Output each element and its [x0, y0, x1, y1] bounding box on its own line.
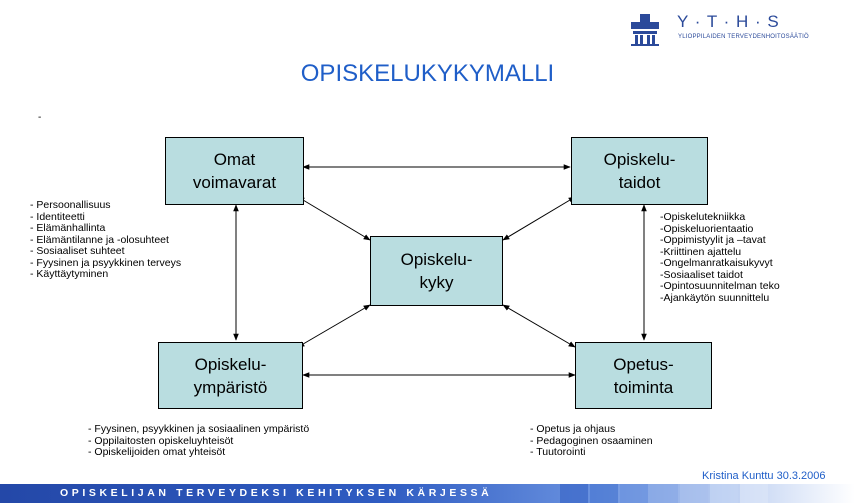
- page-title: OPISKELUKYKYMALLI: [300, 60, 555, 87]
- logo-building-icon: [631, 14, 659, 46]
- logo-subtitle: YLIOPPILAIDEN TERVEYDENHOITOSÄÄTIÖ: [678, 34, 809, 40]
- node-label: Omat voimavarat: [192, 150, 277, 192]
- list-omat-voimavarat: - Persoonallisuus - Identiteetti - Elämä…: [30, 199, 182, 281]
- list-opetustoiminta: - Opetus ja ohjaus - Pedagoginen osaamin…: [530, 423, 653, 459]
- list-opiskelutaidot: -Opiskelutekniikka -Opiskeluorientaatio …: [660, 211, 780, 304]
- list-item: - Persoonallisuus: [30, 199, 111, 211]
- list-item: - Tuutorointi: [530, 446, 586, 458]
- list-item: - Fyysinen, psyykkinen ja sosiaalinen ym…: [88, 423, 310, 435]
- list-item: -Opiskelutekniikka: [660, 211, 746, 223]
- node-omat-voimavarat: Omat voimavarat: [165, 137, 304, 205]
- list-item: - Sosiaaliset suhteet: [30, 245, 125, 257]
- list-item: - Opiskelijoiden omat yhteisöt: [88, 446, 226, 458]
- list-item: -Ongelmanratkaisukyvyt: [660, 257, 773, 269]
- node-opiskeluymparisto: Opiskelu- ympäristö: [158, 342, 303, 409]
- arrow-diag-tr: [502, 196, 576, 241]
- stray-mark: -: [38, 112, 42, 123]
- node-label: Opiskelu- kyky: [400, 250, 473, 292]
- list-item: -Kriittinen ajattelu: [660, 245, 742, 258]
- footer-blocks: [560, 484, 768, 503]
- list-item: -Opiskeluorientaatio: [660, 222, 754, 235]
- logo-letters: Y · T · H · S: [677, 12, 780, 31]
- node-opetustoiminta: Opetus- toiminta: [575, 342, 712, 409]
- list-item: - Oppilaitosten opiskeluyhteisöt: [88, 434, 234, 447]
- arrow-diag-bl: [297, 304, 371, 348]
- list-item: - Identiteetti: [30, 210, 85, 223]
- arrow-diag-br: [502, 304, 576, 348]
- node-opiskelutaidot: Opiskelu- taidot: [571, 137, 708, 205]
- arrow-diag-tl: [297, 196, 371, 241]
- footer-slogan: OPISKELIJAN TERVEYDEKSI KEHITYKSEN KÄRJE…: [60, 487, 493, 499]
- list-item: - Opetus ja ohjaus: [530, 423, 616, 435]
- list-opiskeluymparisto: - Fyysinen, psyykkinen ja sosiaalinen ym…: [88, 423, 310, 459]
- yths-logo: Y · T · H · S YLIOPPILAIDEN TERVEYDENHOI…: [627, 12, 842, 46]
- node-label: Opetus- toiminta: [613, 354, 674, 397]
- list-item: -Oppimistyylit ja –tavat: [660, 234, 766, 246]
- node-label: Opiskelu- taidot: [603, 150, 676, 192]
- node-opiskelukyky: Opiskelu- kyky: [370, 236, 503, 306]
- footer-bar: OPISKELIJAN TERVEYDEKSI KEHITYKSEN KÄRJE…: [0, 484, 855, 503]
- list-item: - Elämäntilanne ja -olosuhteet: [30, 233, 169, 246]
- list-item: -Sosiaaliset taidot: [660, 268, 743, 281]
- author-credit: Kristina Kunttu 30.3.2006: [702, 470, 826, 482]
- list-item: - Fyysinen ja psyykkinen terveys: [30, 256, 182, 269]
- list-item: - Pedagoginen osaaminen: [530, 434, 653, 447]
- list-item: -Ajankäytön suunnittelu: [660, 291, 770, 304]
- list-item: - Elämänhallinta: [30, 222, 106, 234]
- list-item: -Opintosuunnitelman teko: [660, 280, 780, 292]
- node-label: Opiskelu- ympäristö: [193, 354, 268, 397]
- list-item: - Käyttäytyminen: [30, 268, 109, 280]
